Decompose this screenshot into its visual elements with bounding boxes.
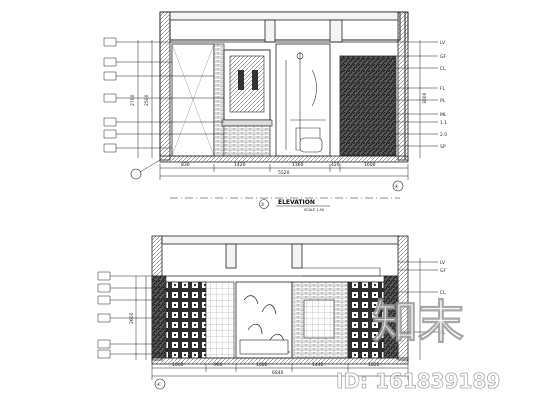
upper-right-label-9: SP	[440, 144, 446, 150]
upper-dimension-chain	[159, 164, 409, 180]
lower-grid-bubble	[154, 378, 166, 390]
upper-mirror	[229, 55, 265, 113]
lower-bath-tub	[239, 339, 289, 355]
upper-dim-total: 5520	[278, 170, 290, 176]
upper-right-label-1: LV	[440, 40, 446, 46]
lower-cove-light	[302, 267, 381, 277]
upper-elevation: 2700 2500 LV GF CL FL PL ML 1.1 2.0 SP 3…	[103, 11, 447, 212]
upper-sconce-left	[238, 70, 244, 90]
watermark: 知末 ID: 161839189	[336, 295, 501, 394]
upper-right-label-7: 1.1	[440, 120, 447, 126]
lower-floor-slab	[151, 357, 409, 365]
upper-dim-3: 1360	[292, 162, 304, 168]
upper-dim-2: 1420	[234, 162, 246, 168]
upper-bulkhead-mid	[264, 19, 276, 43]
upper-grid-line-left	[139, 159, 161, 173]
upper-grid-bubble-right	[392, 180, 404, 192]
lower-niche	[303, 299, 335, 339]
upper-right-label-4: FL	[440, 86, 446, 92]
upper-height-dim-1: 2700	[130, 94, 136, 106]
upper-grid-label-right: ④	[395, 184, 399, 190]
upper-right-annotations	[396, 40, 438, 158]
upper-vanity-cabinet	[223, 125, 271, 157]
watermark-id: ID: 161839189	[336, 369, 500, 393]
upper-wardrobe-diagonal	[171, 43, 215, 157]
upper-dim-1: 830	[181, 162, 190, 168]
upper-right-label-2: GF	[440, 54, 446, 60]
lower-dim-3: 1080	[256, 362, 268, 368]
lower-bulkhead-2	[291, 243, 303, 269]
upper-beam	[169, 11, 399, 21]
upper-dim-4: 420	[331, 162, 340, 168]
lower-height-dim: 2600	[129, 312, 135, 324]
upper-right-height-dim: 3000	[422, 92, 428, 104]
lower-dim-4: 1440	[312, 362, 324, 368]
upper-right-label-6: ML	[440, 112, 447, 118]
upper-elevation-title: ELEVATION	[278, 199, 315, 206]
upper-shower-fixtures	[285, 52, 326, 151]
lower-right-annotations	[398, 258, 438, 360]
upper-grid-bubble-left	[130, 168, 142, 180]
upper-slab-right	[397, 11, 409, 161]
upper-vanity-counter	[221, 119, 273, 127]
lower-dim-2: 900	[214, 362, 223, 368]
upper-sconce-right	[252, 70, 258, 90]
lower-bulkhead-1	[225, 243, 237, 269]
lower-elevation: 2600 LV GF CL FL 1060 900 1080 1440 1820…	[97, 235, 446, 390]
upper-right-label-8: 2.0	[440, 132, 447, 138]
lower-lattice-screen-right	[347, 281, 385, 359]
upper-right-label-5: PL	[440, 98, 446, 104]
lower-right-label-2: GF	[440, 268, 446, 274]
upper-title-bubble	[259, 199, 269, 209]
upper-slab-left	[159, 11, 171, 161]
lower-grid-label: ④	[157, 382, 161, 388]
upper-bulkhead-right	[329, 19, 343, 43]
lower-dim-1: 1060	[172, 362, 184, 368]
lower-dim-total: 6840	[272, 370, 284, 376]
upper-right-label-3: CL	[440, 66, 446, 72]
lower-beam	[161, 235, 399, 245]
lower-stone-strip-left	[151, 275, 167, 359]
upper-stone-wall	[339, 55, 397, 157]
lower-dimension-chain	[151, 364, 409, 380]
upper-shower-head	[296, 52, 304, 60]
lower-right-label-3: CL	[440, 290, 446, 296]
lower-plant-motifs	[240, 295, 290, 353]
lower-dim-5: 1820	[368, 362, 380, 368]
upper-brick-column	[213, 43, 225, 157]
upper-height-dim-2: 2500	[144, 94, 150, 106]
lower-right-label-1: LV	[440, 260, 446, 266]
upper-shower-zone	[275, 43, 331, 157]
upper-title-bubble-label: ②	[261, 202, 265, 208]
upper-toilet	[299, 137, 323, 153]
upper-floor-slab	[159, 155, 409, 163]
lower-left-annotations	[97, 271, 166, 360]
lower-panel-divider	[205, 281, 235, 359]
upper-dim-5: 1600	[364, 162, 376, 168]
lower-lattice-screen-left	[165, 281, 207, 359]
lower-right-label-4: FL	[440, 330, 446, 336]
watermark-logo: 知末	[372, 295, 464, 349]
upper-left-annotations	[103, 37, 224, 158]
upper-scale-note: SCALE 1:50	[304, 208, 324, 212]
